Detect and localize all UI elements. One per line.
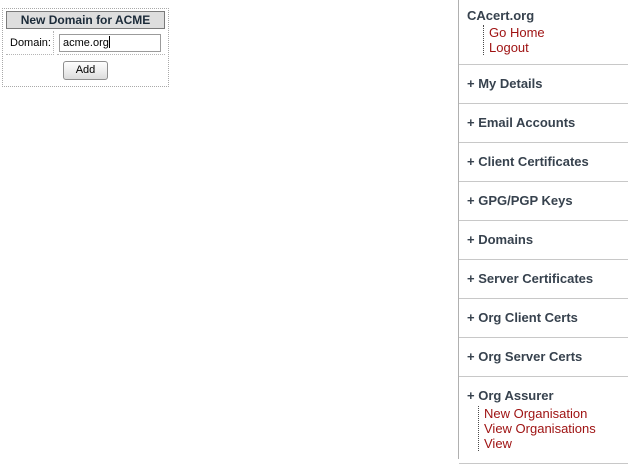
add-button[interactable]: Add bbox=[62, 61, 109, 80]
sidebar-section-domains[interactable]: + Domains bbox=[459, 221, 628, 260]
text-caret bbox=[109, 36, 110, 48]
sidebar-section-label: + Org Client Certs bbox=[467, 310, 578, 325]
domain-input-cell bbox=[57, 31, 165, 55]
new-organisation-link[interactable]: New Organisation bbox=[484, 406, 588, 421]
new-domain-table: New Domain for ACME Domain: Add bbox=[2, 8, 169, 87]
sidebar-section-label: + Org Assurer bbox=[467, 388, 554, 403]
sidebar-section-client-certificates[interactable]: + Client Certificates bbox=[459, 143, 628, 182]
sidebar-title: CAcert.org bbox=[467, 8, 535, 23]
sidebar: CAcert.org Go Home Logout + My Details +… bbox=[458, 0, 628, 464]
sidebar-section-org-assurer[interactable]: + Org Assurer New Organisation View Orga… bbox=[459, 377, 628, 464]
sidebar-section-label: + Email Accounts bbox=[467, 115, 576, 130]
view-organisations-link[interactable]: View Organisations bbox=[484, 421, 596, 436]
go-home-link[interactable]: Go Home bbox=[489, 25, 545, 40]
logout-link[interactable]: Logout bbox=[489, 40, 529, 55]
org-assurer-sublinks: New Organisation View Organisations View bbox=[478, 406, 620, 451]
sidebar-section-label: + Org Server Certs bbox=[467, 349, 583, 364]
sidebar-section-org-client-certs[interactable]: + Org Client Certs bbox=[459, 299, 628, 338]
sidebar-section-server-certificates[interactable]: + Server Certificates bbox=[459, 260, 628, 299]
sidebar-section-label: + GPG/PGP Keys bbox=[467, 193, 573, 208]
sidebar-home-links: Go Home Logout bbox=[483, 25, 622, 55]
sidebar-section-org-server-certs[interactable]: + Org Server Certs bbox=[459, 338, 628, 377]
button-cell: Add bbox=[6, 57, 165, 84]
sidebar-section-label: + My Details bbox=[467, 76, 543, 91]
domain-input[interactable] bbox=[59, 34, 161, 52]
sidebar-section-label: + Domains bbox=[467, 232, 534, 247]
view-link[interactable]: View bbox=[484, 436, 512, 451]
domain-input-wrap bbox=[59, 33, 161, 52]
sidebar-section-label: + Server Certificates bbox=[467, 271, 594, 286]
sidebar-section-gpg-pgp-keys[interactable]: + GPG/PGP Keys bbox=[459, 182, 628, 221]
sidebar-section-my-details[interactable]: + My Details bbox=[459, 65, 628, 104]
domain-row: Domain: bbox=[6, 31, 165, 55]
sidebar-section-email-accounts[interactable]: + Email Accounts bbox=[459, 104, 628, 143]
form-title: New Domain for ACME bbox=[6, 11, 165, 29]
button-row: Add bbox=[6, 57, 165, 84]
new-domain-form: New Domain for ACME Domain: Add bbox=[2, 8, 169, 87]
domain-label: Domain: bbox=[6, 31, 54, 55]
sidebar-home-block: CAcert.org Go Home Logout bbox=[459, 0, 628, 65]
sidebar-section-label: + Client Certificates bbox=[467, 154, 589, 169]
